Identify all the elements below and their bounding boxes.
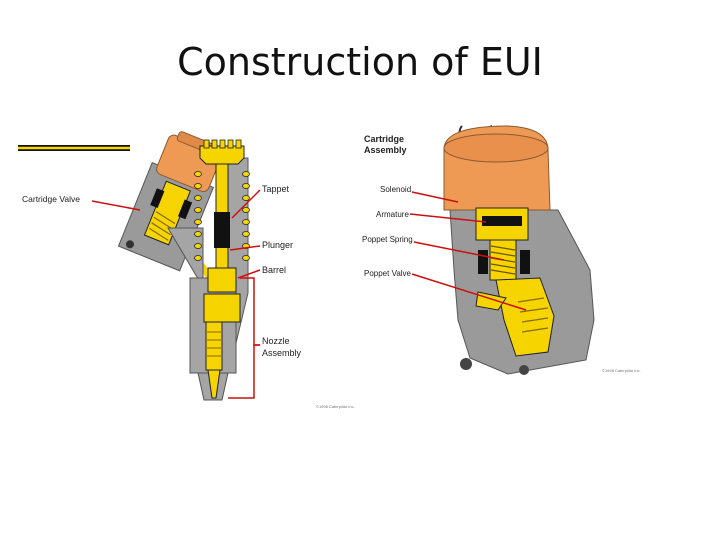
barrel xyxy=(203,267,241,323)
label-poppet-valve: Poppet Valve xyxy=(364,269,412,278)
solenoid xyxy=(443,125,551,211)
label-cartridge-valve: Cartridge Valve xyxy=(22,194,80,204)
right-leader-lines xyxy=(409,191,527,311)
armature xyxy=(475,207,529,241)
label-cartridge-assembly: Assembly xyxy=(364,145,407,155)
tappet xyxy=(199,139,245,165)
copyright-right: ©1998 Caterpillar Inc. xyxy=(602,368,641,373)
cartridge-assembly-diagram: Cartridge Assembly Solenoid Armature Pop… xyxy=(362,125,641,375)
label-solenoid: Solenoid xyxy=(380,185,411,194)
label-nozzle-assembly: Assembly xyxy=(262,348,302,358)
label-tappet: Tappet xyxy=(262,184,290,194)
label-poppet-spring: Poppet Spring xyxy=(362,235,413,244)
label-plunger: Plunger xyxy=(262,240,293,250)
plunger xyxy=(214,163,230,283)
label-barrel: Barrel xyxy=(262,265,286,275)
nozzle-assembly xyxy=(205,321,223,399)
label-armature: Armature xyxy=(376,210,409,219)
copyright-left: ©1998 Caterpillar Inc. xyxy=(316,404,355,409)
slide-title: Construction of EUI xyxy=(177,40,543,84)
eui-injector-diagram: Cartridge Valve Tappet Plunger Barrel No… xyxy=(18,131,355,409)
leader-lines xyxy=(91,189,261,399)
label-cartridge: Cartridge xyxy=(364,134,404,144)
label-nozzle: Nozzle xyxy=(262,336,290,346)
cartridge-valve-body xyxy=(117,131,222,272)
